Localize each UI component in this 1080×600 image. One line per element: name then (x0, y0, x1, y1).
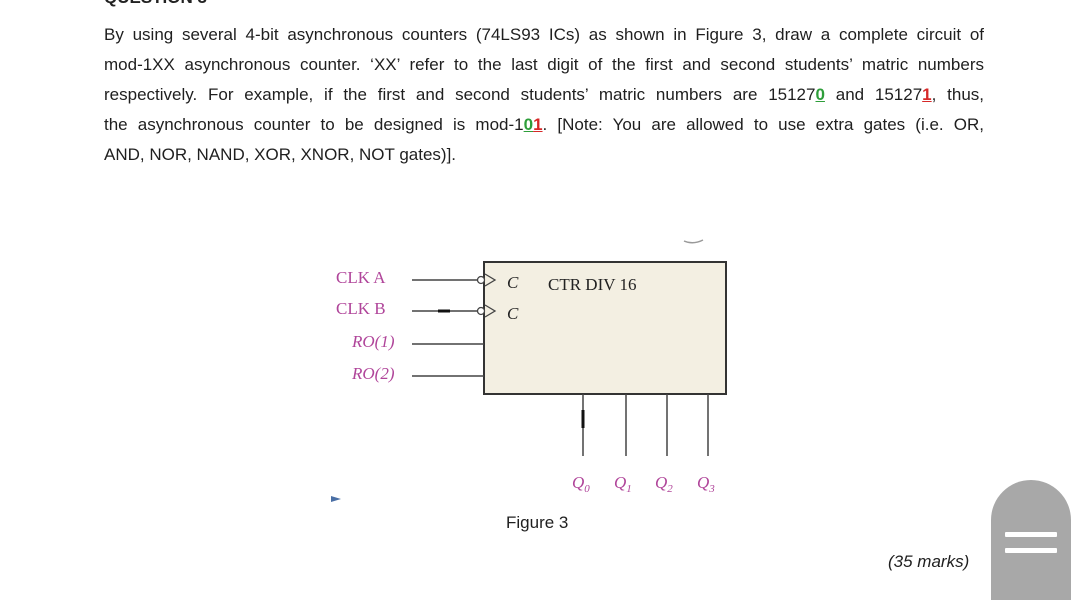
line4-text-a: the asynchronous counter to be designed … (104, 115, 524, 134)
clk-a-triangle (484, 273, 497, 287)
line4-text-b: . [Note: You are allowed to use extra ga… (542, 115, 984, 134)
question-heading: QUESTION 3 (104, 0, 207, 8)
menu-button[interactable] (991, 480, 1071, 600)
clk-b-bubble (476, 306, 486, 316)
output-label-q3: Q3 (697, 473, 715, 495)
block-label: CTR DIV 16 (548, 275, 636, 294)
scan-artifact-top (683, 239, 704, 244)
output-label-q0: Q0 (572, 473, 590, 495)
output-label-q1: Q1 (614, 473, 632, 495)
input-label-clk-b: CLK B (336, 299, 386, 318)
scan-artifact-left (331, 496, 341, 502)
counter-block (483, 261, 727, 395)
line3-text-c: , thus, (931, 85, 985, 104)
line3-text-b: and 15127 (824, 85, 923, 104)
clock-label-b: C (507, 304, 519, 323)
red-digit-mod: 1 (533, 115, 543, 134)
clk-a-bubble (476, 275, 486, 285)
question-line-5: AND, NOR, NAND, XOR, XNOR, NOT gates)]. (104, 145, 457, 164)
output-label-q2: Q2 (655, 473, 673, 495)
clock-label-a: C (507, 273, 519, 292)
input-label-clk-a: CLK A (336, 268, 386, 287)
question-line-3: respectively. For example, if the first … (104, 80, 984, 110)
input-label-ro2: RO(2) (351, 364, 395, 383)
input-label-ro1: RO(1) (351, 332, 395, 351)
question-text: By using several 4-bit asynchronous coun… (104, 20, 984, 170)
marks-label: (35 marks) (888, 552, 970, 571)
green-digit: 0 (815, 85, 825, 104)
question-line-1: By using several 4-bit asynchronous coun… (104, 25, 984, 44)
question-line-2: mod-1XX asynchronous counter. ‘XX’ refer… (104, 55, 984, 74)
question-line-4: the asynchronous counter to be designed … (104, 110, 984, 140)
green-digit-mod: 0 (523, 115, 534, 134)
figure-caption: Figure 3 (506, 513, 569, 532)
red-digit: 1 (922, 85, 932, 104)
line3-text-a: respectively. For example, if the first … (104, 85, 816, 104)
clk-b-triangle (484, 304, 497, 318)
